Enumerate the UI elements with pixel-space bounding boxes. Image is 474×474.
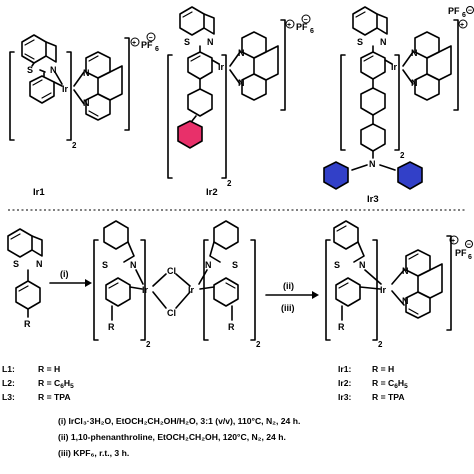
complex-ir2-structure: 2 S N Ir N N + PF 6 −	[167, 6, 314, 188]
counterion-pf6: PF	[296, 22, 308, 32]
bracket-subscript: 2	[72, 141, 77, 150]
tpa-phenyl-right	[397, 161, 423, 190]
substituent-r: R	[228, 322, 235, 332]
atom-sulfur: S	[13, 259, 19, 269]
tpa-phenyl-left	[323, 161, 349, 190]
reaction-conditions: (i) IrCl₃·3H₂O, EtOCH₂CH₂OH/H₂O, 3:1 (v/…	[58, 416, 300, 458]
iridium-right: Ir	[188, 285, 195, 295]
condition-step2: (ii) 1,10-phenanthroline, EtOCH₂CH₂OH, 1…	[58, 432, 286, 442]
product-r-ir3: R = TPA	[372, 392, 405, 402]
minus-charge: −	[149, 35, 153, 42]
iridium-left: Ir	[142, 285, 149, 295]
bracket-subscript: 2	[378, 340, 383, 349]
counterion-subscript: 6	[155, 46, 159, 53]
atom-sulfur: S	[334, 260, 340, 270]
ligand-code-l3: L3:	[2, 392, 15, 402]
ligand-r-l3: R = TPA	[38, 392, 71, 402]
phen-nitrogen-2: N	[238, 78, 245, 88]
product-r-ir2: R = C6H5	[372, 378, 408, 390]
substituent-r: R	[338, 322, 345, 332]
bracket-subscript: 2	[400, 151, 405, 160]
ligand-r-l2: R = C6H5	[38, 378, 74, 390]
atom-sulfur: S	[102, 260, 108, 270]
phen-nitrogen-2: N	[402, 296, 409, 306]
bracket-subscript: 2	[227, 179, 232, 188]
condition-step3: (iii) KPF₆, r.t., 3 h.	[58, 448, 129, 458]
complex-label-ir2: Ir2	[206, 187, 218, 198]
counterion-pf6: PF	[448, 6, 460, 16]
complex-ir3-structure: 2 S N Ir N N N + PF 6 −	[323, 6, 474, 190]
phen-nitrogen-2: N	[83, 98, 90, 108]
atom-nitrogen: N	[359, 260, 366, 270]
atom-nitrogen: N	[207, 37, 214, 47]
plus-charge: +	[460, 22, 464, 29]
iridium-center: Ir	[62, 84, 69, 94]
counterion-subscript: 6	[310, 28, 314, 35]
product-structure: 2 S N R Ir N N + PF 6 −	[325, 220, 473, 349]
minus-charge: −	[467, 242, 471, 249]
minus-charge: −	[468, 8, 472, 15]
bracket-subscript: 2	[256, 340, 261, 349]
tpa-nitrogen: N	[369, 159, 376, 169]
iridium-center: Ir	[380, 285, 387, 295]
ligand-code-l2: L2:	[2, 378, 15, 388]
phen-nitrogen-1: N	[411, 48, 418, 58]
counterion-subscript: 6	[468, 254, 472, 261]
atom-nitrogen: N	[130, 260, 137, 270]
ligand-legend: L1: R = H L2: R = C6H5 L3: R = TPA	[2, 364, 74, 402]
atom-sulfur: S	[184, 37, 190, 47]
arrow-label-step2: (ii)	[283, 281, 294, 291]
atom-sulfur: S	[232, 260, 238, 270]
counterion-pf6: PF	[455, 248, 467, 258]
product-code-ir3: Ir3:	[338, 392, 352, 402]
phen-nitrogen-2: N	[411, 78, 418, 88]
chloride-top: Cl	[167, 266, 176, 276]
atom-nitrogen: N	[205, 260, 212, 270]
plus-charge: +	[132, 40, 136, 47]
complex-label-ir1: Ir1	[33, 187, 45, 198]
complex-label-ir3: Ir3	[367, 194, 379, 205]
arrow-step-1: (i)	[49, 269, 92, 287]
product-code-ir2: Ir2:	[338, 378, 352, 388]
iridium-center: Ir	[218, 62, 225, 72]
counterion-pf6: PF	[141, 40, 153, 50]
chloride-bottom: Cl	[167, 308, 176, 318]
arrow-label-step3: (iii)	[281, 303, 295, 313]
phenyl-substituent	[177, 120, 203, 149]
atom-nitrogen: N	[36, 259, 43, 269]
atom-sulfur: S	[357, 37, 363, 47]
arrow-step-2-3: (ii) (iii)	[265, 281, 319, 313]
phen-nitrogen-1: N	[238, 48, 245, 58]
condition-step1: (i) IrCl₃·3H₂O, EtOCH₂CH₂OH/H₂O, 3:1 (v/…	[58, 416, 300, 426]
arrow-label-step1: (i)	[60, 269, 69, 279]
iridium-center: Ir	[391, 62, 398, 72]
bracket-subscript: 2	[146, 340, 151, 349]
atom-nitrogen: N	[380, 37, 387, 47]
substituent-r: R	[108, 322, 115, 332]
dimer-structure: 2 S N R Ir Cl Cl Ir 2 N S R	[93, 220, 261, 349]
substituent-r: R	[24, 319, 31, 329]
minus-charge: −	[304, 17, 308, 24]
phen-nitrogen-1: N	[83, 68, 90, 78]
atom-nitrogen: N	[50, 65, 57, 75]
ligand-code-l1: L1:	[2, 364, 15, 374]
product-r-ir1: R = H	[372, 364, 394, 374]
product-legend: Ir1: R = H Ir2: R = C6H5 Ir3: R = TPA	[338, 364, 408, 402]
plus-charge: +	[451, 238, 455, 245]
ligand-structure: S N R	[7, 228, 43, 329]
atom-sulfur: S	[27, 65, 33, 75]
plus-charge: +	[287, 22, 291, 29]
product-code-ir1: Ir1:	[338, 364, 352, 374]
complex-ir1-structure: 2 S N Ir N N + PF 6 −	[9, 32, 159, 150]
counterion-subscript: 6	[462, 12, 466, 19]
phen-nitrogen-1: N	[402, 266, 409, 276]
ligand-r-l1: R = H	[38, 364, 60, 374]
